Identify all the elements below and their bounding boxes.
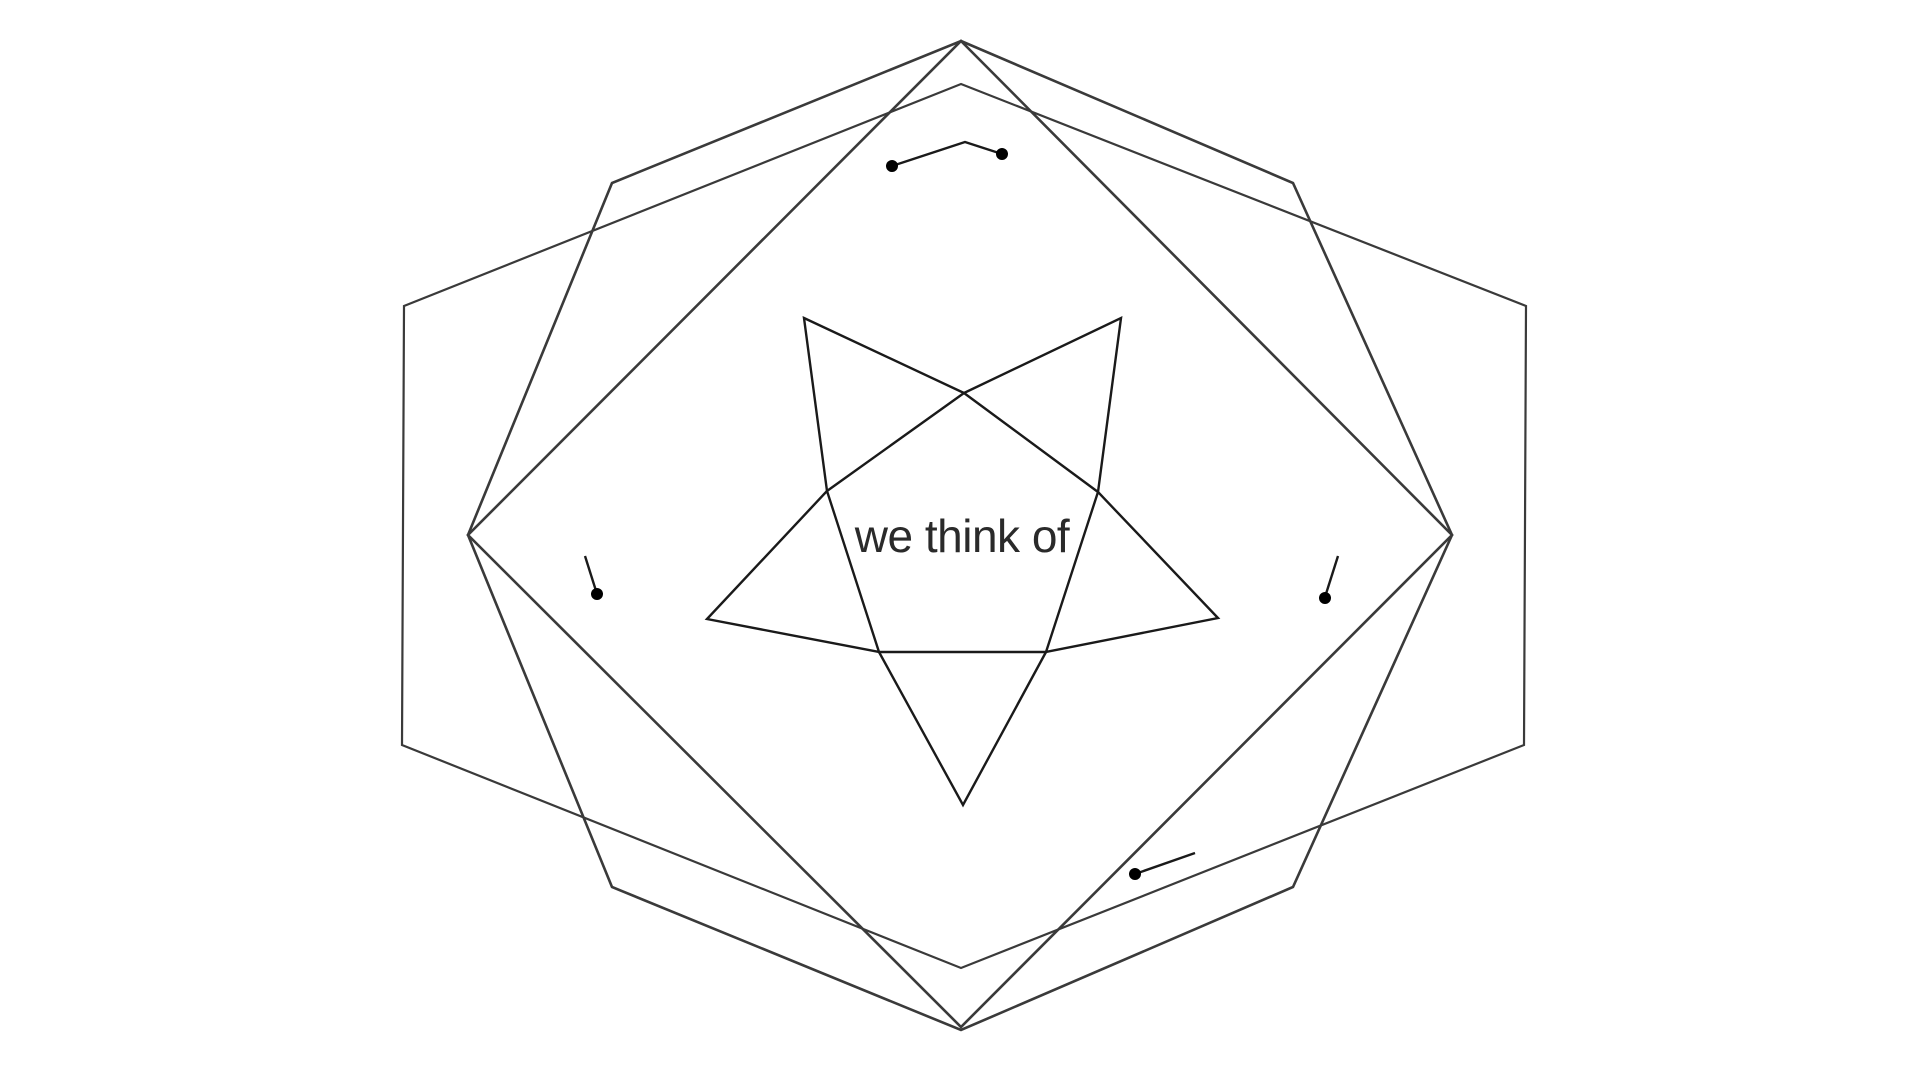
- marker-right-line: [1323, 555, 1340, 598]
- marker-left-line: [583, 555, 599, 595]
- marker-right: [1319, 555, 1340, 604]
- marker-bottom-dot: [1129, 868, 1141, 880]
- marker-right-dot: [1319, 592, 1331, 604]
- marker-left: [583, 555, 603, 600]
- octagon: [466, 39, 1454, 1032]
- marker-top-dot-left: [886, 160, 898, 172]
- diamond: [466, 39, 1454, 1029]
- marker-top: [886, 140, 1008, 172]
- marker-top-dot-right: [996, 148, 1008, 160]
- marker-bottom: [1129, 851, 1196, 880]
- marker-top-line: [891, 140, 1003, 168]
- star-inner-pentagon: [825, 391, 1100, 654]
- marker-bottom-line: [1134, 851, 1196, 876]
- marker-left-dot: [591, 588, 603, 600]
- outer-hexagon: [400, 82, 1528, 970]
- center-label: we think of: [854, 510, 1070, 562]
